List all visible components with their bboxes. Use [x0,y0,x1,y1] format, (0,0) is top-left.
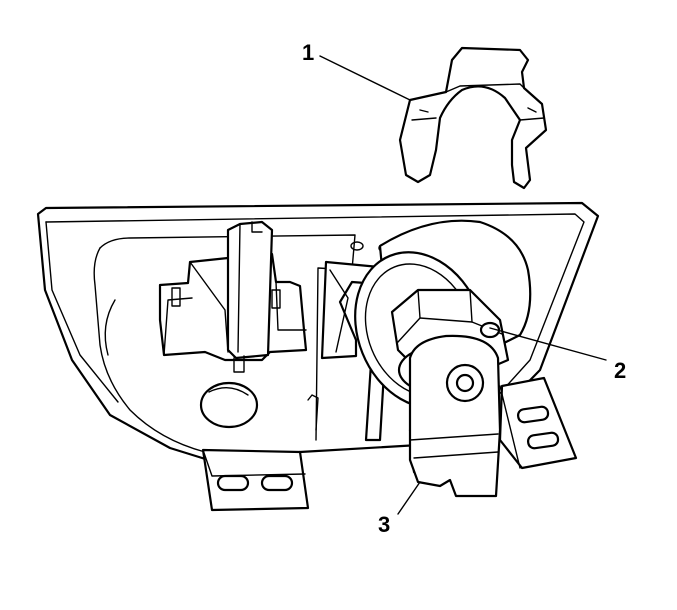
leader-1 [319,55,411,101]
leader-3 [397,481,421,515]
left-mount-tab [201,448,310,512]
callout-3: 3 [378,512,390,537]
right-mount-tab [498,376,578,470]
switch-assembly [158,220,308,373]
callout-2: 2 [614,358,626,383]
callout-leaders [319,55,607,515]
bracket [408,334,502,498]
callout-1: 1 [302,40,314,65]
retaining-clip [398,46,548,190]
callout-labels: 1 2 3 [302,40,626,537]
leader-2 [489,327,607,361]
